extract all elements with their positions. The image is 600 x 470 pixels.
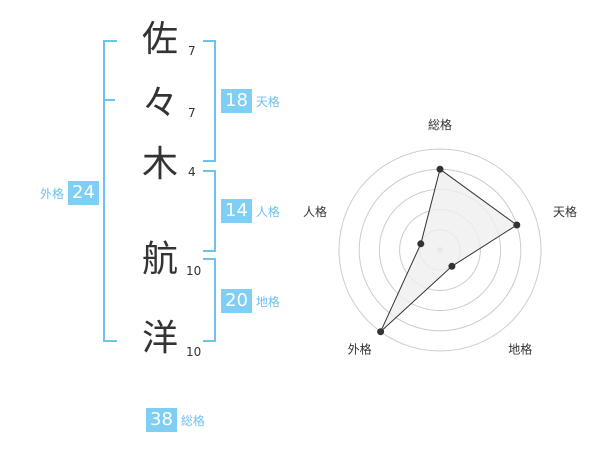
chikaku-bracket (203, 258, 216, 342)
name-char-4: 航 (141, 239, 178, 280)
radar-ring-4 (358, 168, 522, 332)
radar-series (377, 165, 521, 336)
tenkaku-bracket (203, 40, 216, 162)
soukaku-label: 総格 (180, 413, 205, 428)
gaikaku-value: 24 (68, 181, 99, 205)
radar-ring-3 (378, 188, 502, 312)
tenkaku-score: 18 天格 (221, 89, 280, 113)
chikaku-score: 20 地格 (221, 289, 280, 313)
name-char-3: 木 (141, 144, 178, 185)
name-char-5: 洋 (141, 318, 178, 359)
radar-point-3 (448, 262, 456, 270)
jinkaku-label: 人格 (255, 204, 280, 219)
name-char-1: 佐 (141, 19, 178, 60)
soukaku-score: 38 総格 (146, 408, 205, 432)
radar-axis-label-4: 外格 (348, 342, 372, 357)
jinkaku-value: 14 (221, 199, 252, 223)
radar-center-dot (437, 247, 443, 253)
tenkaku-value: 18 (221, 89, 252, 113)
stroke-count-1: 7 (188, 44, 196, 58)
soukaku-value: 38 (146, 408, 177, 432)
radar-point-5 (417, 240, 425, 248)
radar-axis-label-2: 天格 (553, 204, 577, 219)
chikaku-value: 20 (221, 289, 252, 313)
tenkaku-label: 天格 (255, 94, 280, 109)
stroke-count-2: 7 (188, 106, 196, 120)
radar-axis-label-3: 地格 (508, 342, 532, 357)
radar-ring-1 (419, 229, 461, 271)
stroke-count-4: 10 (186, 264, 202, 278)
radar-axis-label-5: 人格 (303, 204, 327, 219)
chikaku-label: 地格 (255, 294, 280, 309)
gaikaku-mid-tick (103, 99, 115, 101)
radar-grid (338, 148, 542, 352)
jinkaku-score: 14 人格 (221, 199, 280, 223)
radar-point-4 (377, 328, 385, 336)
stroke-count-3: 4 (188, 165, 196, 179)
radar-point-2 (513, 221, 521, 229)
radar-point-1 (436, 165, 444, 173)
radar-ring-2 (399, 209, 481, 291)
radar-axis-label-1: 総格 (428, 117, 452, 132)
gaikaku-score: 外格 24 (40, 181, 99, 205)
radar-ring-5 (338, 148, 542, 352)
stroke-count-5: 10 (186, 345, 202, 359)
gaikaku-bracket (103, 40, 117, 342)
name-char-2: 々 (141, 83, 178, 124)
radar-area (380, 168, 518, 333)
jinkaku-bracket (203, 170, 216, 252)
gaikaku-label: 外格 (40, 186, 65, 201)
